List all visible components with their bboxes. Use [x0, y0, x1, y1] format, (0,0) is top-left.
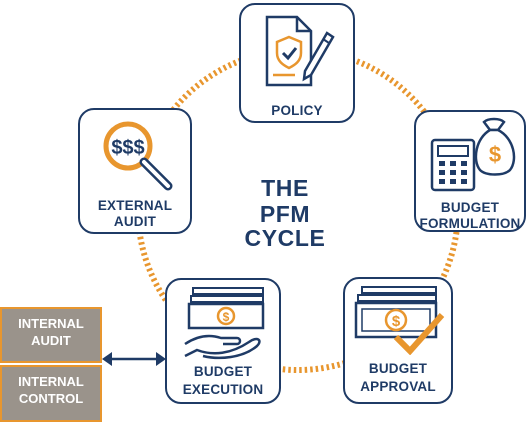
svg-text:$: $: [223, 310, 230, 324]
stage-policy[interactable]: POLICY: [239, 3, 355, 123]
stage-external-audit-label-1: EXTERNAL: [97, 198, 173, 213]
internal-audit-label-2: AUDIT: [31, 333, 71, 348]
stage-budget-approval-label-2: APPROVAL: [360, 379, 436, 394]
stage-budget-formulation[interactable]: $ BUDGET FORMULATION: [414, 110, 526, 232]
cycle-title-line-1: THE: [261, 175, 309, 201]
svg-text:$: $: [489, 142, 501, 167]
stage-budget-formulation-label-2: FORMULATION: [419, 216, 521, 231]
calculator-moneybag-icon: $: [430, 117, 516, 192]
internal-audit-box[interactable]: INTERNAL AUDIT: [0, 307, 102, 363]
stage-budget-approval-label-1: BUDGET: [368, 361, 428, 376]
internal-control-label-1: INTERNAL: [18, 374, 84, 389]
hand-banknotes-icon: $: [184, 287, 265, 360]
stage-budget-formulation-label-1: BUDGET: [440, 200, 500, 215]
stage-budget-execution-label-2: EXECUTION: [182, 382, 264, 397]
svg-text:$$$: $$$: [111, 137, 144, 159]
stage-external-audit[interactable]: $$$ EXTERNAL AUDIT: [78, 108, 192, 234]
stage-budget-execution-label-1: BUDGET: [193, 364, 253, 379]
stage-budget-execution[interactable]: $ BUDGET EXECUTION: [165, 278, 281, 404]
internal-control-box[interactable]: INTERNAL CONTROL: [0, 365, 102, 422]
stage-policy-label: POLICY: [271, 103, 323, 118]
policy-document-pen-icon: [265, 15, 335, 87]
cycle-title-line-2: PFM CYCLE: [244, 201, 326, 251]
stage-external-audit-label-2: AUDIT: [113, 214, 157, 229]
internal-control-label-2: CONTROL: [18, 391, 84, 406]
svg-text:$: $: [392, 313, 401, 330]
magnifier-dollar-icon: $$$: [103, 121, 173, 191]
banknotes-checkmark-icon: $: [354, 286, 445, 355]
double-arrow-icon: [102, 352, 166, 366]
internal-audit-label-1: INTERNAL: [18, 316, 84, 331]
stage-budget-approval[interactable]: $ BUDGET APPROVAL: [343, 277, 453, 404]
